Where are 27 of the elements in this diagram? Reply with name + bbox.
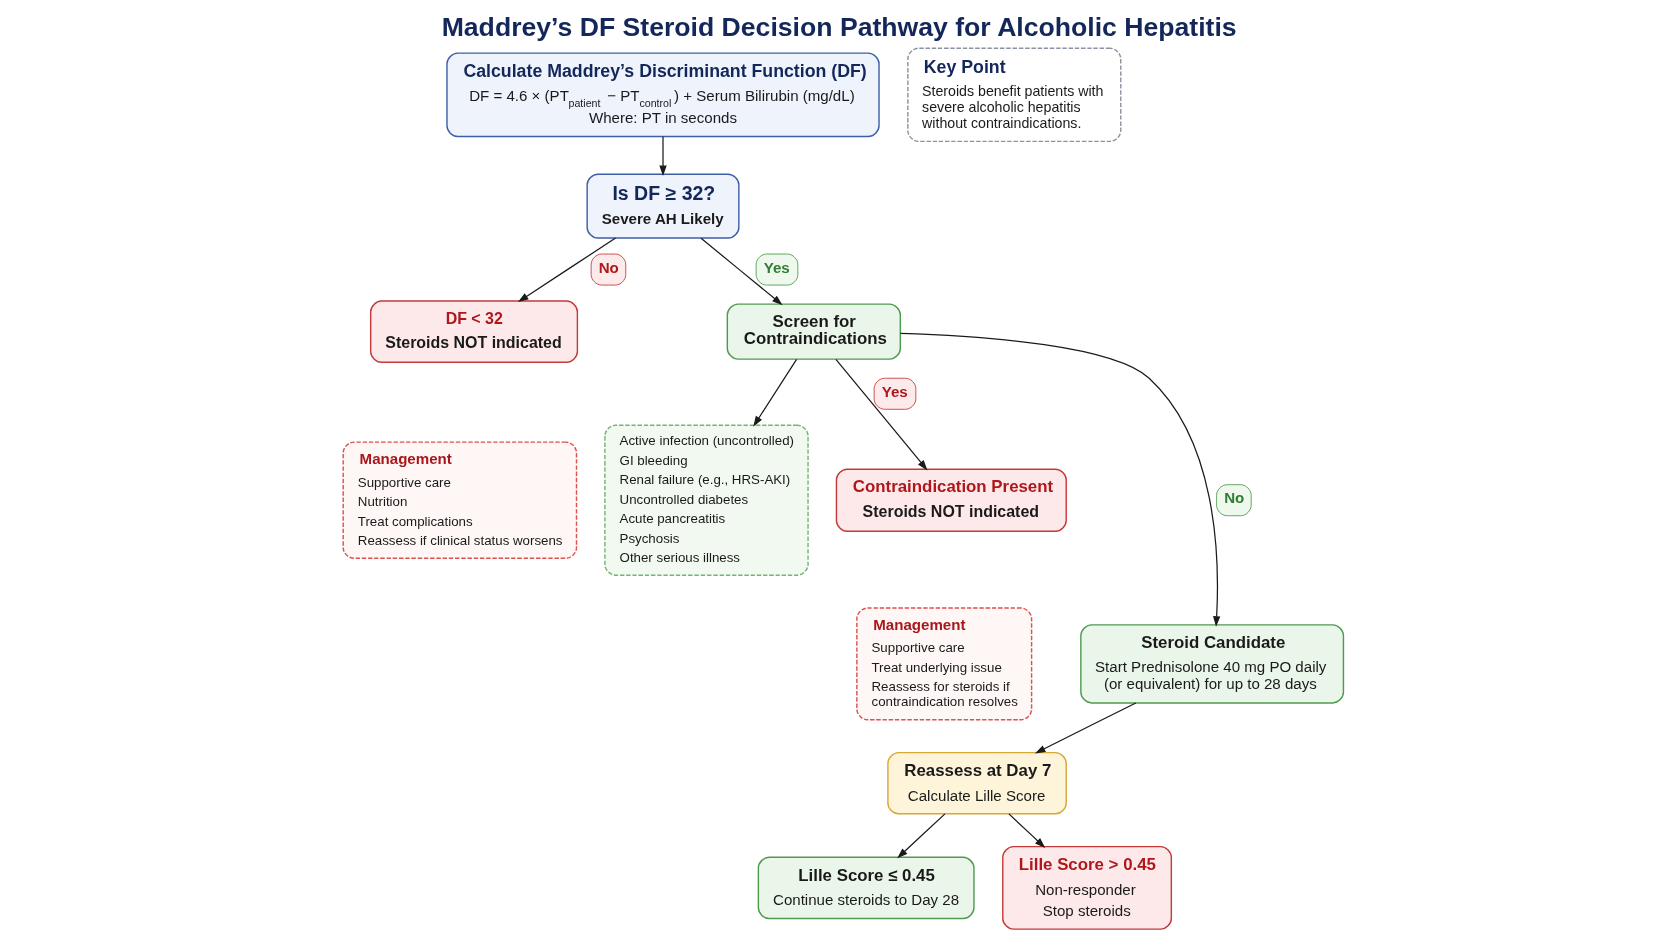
arrow: [835, 358, 928, 471]
node-box: Key Point Steroids benefit patients with severe alcoholic hepatitis without contraindications.: [907, 47, 1122, 143]
node-box: Screen for Contraindications: [726, 303, 902, 360]
arrow: [897, 813, 946, 859]
node-box: Calculate Maddrey’s Discriminant Function (DF) DF = 4.6 × (PT$_{patient}$ − PT$_{control}$) + Serum Bilirubin (mg/dL) Where: PT in seconds: [446, 52, 880, 138]
edge-label: Yes: [763, 258, 790, 276]
edge-label: No: [598, 258, 619, 276]
arrow: [899, 332, 1221, 627]
node-box: Is DF ≥ 32? Severe AH Likely: [586, 173, 740, 239]
node-box: Lille Score > 0.45 Non-responder Stop steroids: [1002, 845, 1173, 930]
node-box: Steroid Candidate Start Prednisolone 40 mg PO daily (or equivalent) for up to 28 days: [1080, 624, 1345, 704]
arrow: [1008, 813, 1046, 848]
arrow: [1034, 702, 1137, 754]
arrow: [517, 237, 617, 302]
diagram-title: Maddrey’s DF Steroid Decision Pathway for Alcoholic Hepatitis: [441, 11, 1237, 42]
node-box: Active infection (uncontrolled) GI bleeding Renal failure (e.g., HRS-AKI) Uncontrolled diabetes Acute pancreatitis Psychosis Other serious illness: [604, 424, 809, 576]
node-box: Management Supportive care Treat underlying issue Reassess for steroids if contraindication resolves: [856, 607, 1033, 721]
edge-label: No: [1224, 489, 1245, 507]
arrow: [753, 358, 798, 427]
arrow: [659, 136, 667, 177]
node-box: Contraindication Present Steroids NOT indicated: [835, 468, 1067, 532]
node-box: Reassess at Day 7 Calculate Lille Score: [887, 751, 1067, 815]
node-box: Management Supportive care Nutrition Treat complications Reassess if clinical status worsens: [342, 441, 578, 560]
node-box: Lille Score ≤ 0.45 Continue steroids to Day 28: [757, 856, 975, 920]
node-box: DF < 32 Steroids NOT indicated: [370, 300, 579, 363]
edge-label: Yes: [881, 382, 908, 400]
arrow: [700, 237, 783, 306]
